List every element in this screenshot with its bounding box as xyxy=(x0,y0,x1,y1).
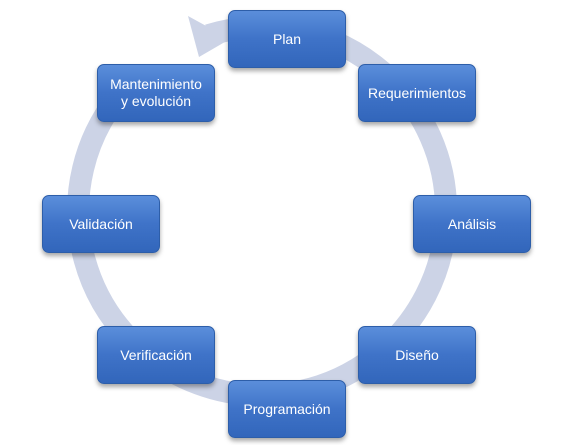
step-plan: Plan xyxy=(228,10,346,68)
step-analisis: Análisis xyxy=(413,195,531,253)
step-programacion: Programación xyxy=(228,380,346,438)
cycle-arrowhead-icon xyxy=(188,16,230,57)
step-mantenimiento: Mantenimiento y evolución xyxy=(97,64,215,122)
step-requerimientos: Requerimientos xyxy=(358,64,476,122)
step-validacion: Validación xyxy=(42,195,160,253)
step-diseno: Diseño xyxy=(358,326,476,384)
step-verificacion: Verificación xyxy=(97,326,215,384)
